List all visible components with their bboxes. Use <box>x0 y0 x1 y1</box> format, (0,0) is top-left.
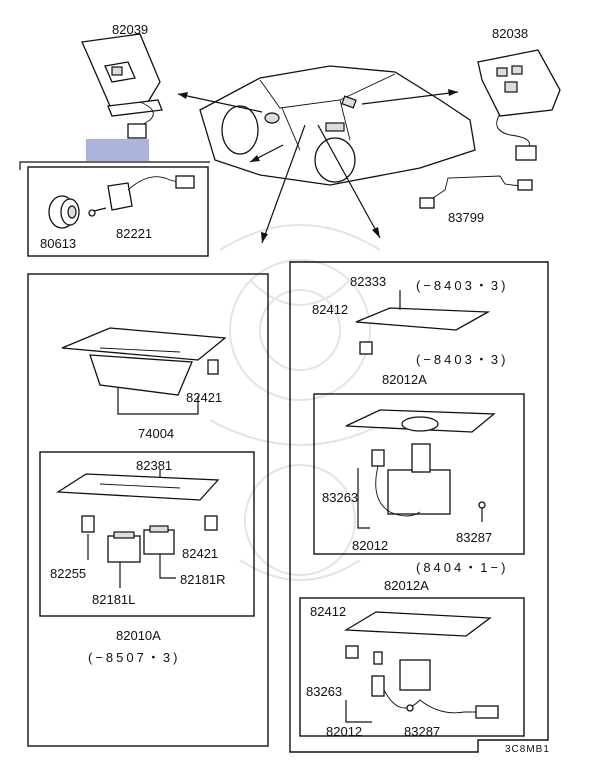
left-assembly-frame <box>27 273 269 747</box>
label-82039: 82039 <box>112 22 148 37</box>
highlight-box <box>86 139 149 161</box>
label-82181L: 82181L <box>92 592 135 607</box>
switch-panel-82038 <box>477 49 561 161</box>
diagram-code: 3C8MB1 <box>505 744 550 755</box>
vehicle-illustration <box>199 65 476 186</box>
label-83799: 83799 <box>448 210 484 225</box>
part-labels: 82039 82038 80613 82221 83799 82333 (−84… <box>40 22 550 755</box>
label-82221: 82221 <box>116 226 152 241</box>
label-range-8507: (−8507・3) <box>88 650 180 665</box>
label-82333: 82333 <box>350 274 386 289</box>
harness-83799 <box>419 175 533 209</box>
label-82038: 82038 <box>492 26 528 41</box>
detail-frame-switch <box>19 161 210 257</box>
label-82181R: 82181R <box>180 572 226 587</box>
label-83263-top: 83263 <box>322 490 358 505</box>
label-82012A-top: 82012A <box>382 372 427 387</box>
label-82012A-bot: 82012A <box>384 578 429 593</box>
right-assembly-frame <box>289 261 549 753</box>
leader-arrows <box>177 89 459 244</box>
watermark-emblem <box>209 224 391 581</box>
label-82255: 82255 <box>50 566 86 581</box>
label-83287-bot: 83287 <box>404 724 440 739</box>
label-range-8403-b: (−8403・3) <box>416 352 508 367</box>
label-82381: 82381 <box>136 458 172 473</box>
label-82421-b: 82421 <box>182 546 218 561</box>
label-range-8403-a: (−8403・3) <box>416 278 508 293</box>
label-74004: 74004 <box>138 426 174 441</box>
switch-panel-82039 <box>81 33 163 139</box>
label-80613: 80613 <box>40 236 76 251</box>
label-range-8404: (8404・1−) <box>416 560 508 575</box>
label-82421-a: 82421 <box>186 390 222 405</box>
label-82010A: 82010A <box>116 628 161 643</box>
label-82012-top: 82012 <box>352 538 388 553</box>
label-82412-bot: 82412 <box>310 604 346 619</box>
label-82012-bot: 82012 <box>326 724 362 739</box>
label-83287-top: 83287 <box>456 530 492 545</box>
label-83263-bot: 83263 <box>306 684 342 699</box>
label-82412-top: 82412 <box>312 302 348 317</box>
